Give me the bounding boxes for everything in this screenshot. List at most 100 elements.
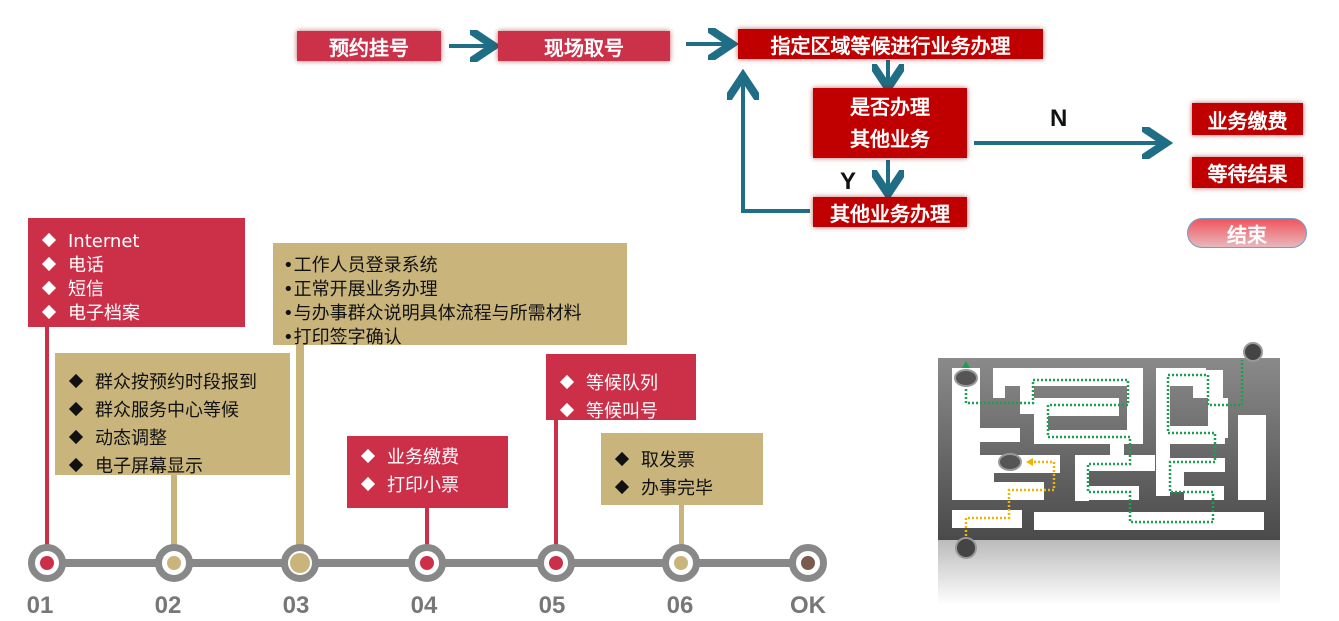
list-item: 业务缴费 (360, 444, 494, 472)
list-item: 群众服务中心等候 (68, 397, 276, 425)
node-06 (662, 544, 700, 582)
diamond-bullet-icon (68, 457, 84, 473)
step-pay: 业务缴费 (1192, 103, 1303, 135)
goal-marker-icon (954, 369, 978, 387)
item-text: 动态调整 (95, 428, 167, 449)
list-item: 取发票 (614, 447, 749, 475)
stem-04 (425, 508, 429, 563)
step-take-number: 现场取号 (498, 31, 670, 61)
label-01: 01 (26, 592, 54, 619)
yellow-arrow-icon (1026, 458, 1033, 466)
box-01: Internet 电话 短信 电子档案 (28, 218, 245, 327)
maze-reflection (938, 540, 1280, 605)
box-04: 业务缴费 打印小票 (347, 436, 508, 508)
stem-03 (296, 345, 304, 563)
item-text: 电子档案 (68, 303, 140, 324)
diamond-bullet-icon (614, 479, 630, 495)
list-item: 动态调整 (68, 425, 276, 453)
end-terminal: 结束 (1187, 218, 1307, 248)
flow-arrows (449, 0, 1339, 213)
label-04: 04 (410, 592, 438, 619)
list-item: 短信 (41, 278, 231, 302)
step-other-business: 其他业务办理 (813, 197, 967, 227)
maze-paths (952, 368, 1266, 530)
stem-05 (554, 420, 558, 563)
diamond-bullet-icon (41, 280, 57, 296)
box-02: 群众按预约时段报到 群众服务中心等候 动态调整 电子屏幕显示 (55, 353, 290, 477)
green-arrow-icon (962, 361, 970, 368)
box-06: 取发票 办事完毕 (601, 433, 763, 505)
down-arrow-start-icon (1243, 342, 1263, 362)
label-03: 03 (282, 592, 310, 619)
label-05: 05 (538, 592, 566, 619)
item-text: 取发票 (641, 450, 695, 471)
diamond-bullet-icon (41, 304, 57, 320)
diamond-bullet-icon (68, 401, 84, 417)
node-03 (281, 544, 319, 582)
step-wait-result: 等待结果 (1192, 157, 1303, 188)
label-06: 06 (666, 592, 694, 619)
arrow-loop-back (743, 80, 810, 213)
list-item: Internet (41, 230, 231, 254)
node-dot (420, 556, 434, 570)
node-ok (789, 544, 827, 582)
node-dot (549, 556, 563, 570)
item-text: 电子屏幕显示 (95, 456, 203, 477)
yes-label: Y (840, 168, 857, 195)
list-item: 等候叫号 (559, 398, 682, 426)
diamond-bullet-icon (68, 429, 84, 445)
yellow-path (964, 460, 1056, 540)
list-item: •打印签字确认 (283, 327, 402, 348)
item-text: 等候队列 (586, 373, 658, 394)
list-item: 群众按预约时段报到 (68, 369, 276, 397)
item-text: 等候叫号 (586, 401, 658, 422)
node-04 (408, 544, 446, 582)
list-item: 电话 (41, 254, 231, 278)
diamond-bullet-icon (41, 232, 57, 248)
green-path (964, 360, 1244, 524)
list-item: 电子屏幕显示 (68, 453, 276, 481)
node-dot (290, 553, 310, 573)
list-item: •工作人员登录系统 (283, 255, 438, 276)
list-item: 电子档案 (41, 302, 231, 326)
item-text: 电话 (68, 255, 104, 276)
label-ok: OK (790, 592, 826, 619)
stem-01 (45, 327, 49, 563)
item-text: 短信 (68, 279, 104, 300)
stem-02 (171, 475, 177, 563)
node-01 (28, 544, 66, 582)
node-dot (40, 556, 54, 570)
diamond-bullet-icon (360, 448, 376, 464)
up-arrow-start-icon (955, 537, 977, 559)
diamond-bullet-icon (68, 373, 84, 389)
marker-icon (998, 453, 1022, 471)
list-item: 等候队列 (559, 370, 682, 398)
step-wait-area: 指定区域等候进行业务办理 (738, 29, 1043, 59)
box-03: •工作人员登录系统 •正常开展业务办理 •与办事群众说明具体流程与所需材料 •打… (273, 243, 627, 348)
item-text: 打印小票 (387, 475, 459, 496)
item-text: 办事完毕 (641, 478, 713, 499)
label-02: 02 (154, 592, 182, 619)
no-label: N (1050, 105, 1068, 132)
list-item: 办事完毕 (614, 475, 749, 503)
node-dot (801, 556, 815, 570)
decision-line2: 其他业务 (850, 127, 930, 151)
decision-line1: 是否办理 (850, 95, 930, 119)
diamond-bullet-icon (41, 256, 57, 272)
item-text: Internet (68, 231, 140, 252)
box-05: 等候队列 等候叫号 (546, 354, 696, 422)
item-text: 业务缴费 (387, 447, 459, 468)
node-05 (537, 544, 575, 582)
node-02 (155, 544, 193, 582)
diamond-bullet-icon (559, 374, 575, 390)
diamond-bullet-icon (614, 451, 630, 467)
stem-06 (679, 505, 684, 563)
maze-illustration (938, 342, 1280, 605)
step-appointment: 预约挂号 (297, 31, 441, 61)
list-item: •正常开展业务办理 (283, 279, 438, 300)
node-dot (674, 556, 688, 570)
diamond-bullet-icon (559, 402, 575, 418)
diamond-bullet-icon (360, 476, 376, 492)
node-dot (167, 556, 181, 570)
decision-other-business: 是否办理 其他业务 (813, 88, 967, 158)
